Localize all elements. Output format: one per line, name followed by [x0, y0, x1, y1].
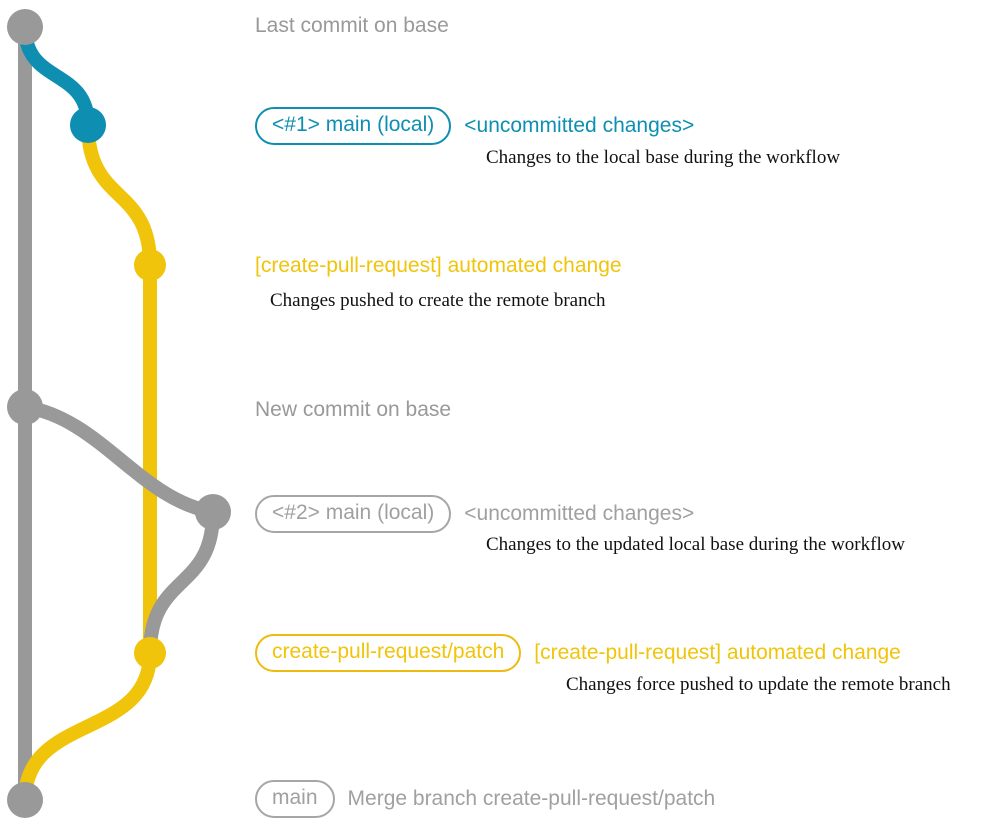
- subject-commit-automated-change-1: [create-pull-request] automated change: [255, 254, 622, 277]
- edge-base-to-local-2: [18, 400, 220, 519]
- note-commit-automated-change-2: Changes force pushed to update the remot…: [566, 674, 951, 695]
- subject-commit-automated-change-2: [create-pull-request] automated change: [534, 641, 901, 665]
- node-local-uncommitted-2[interactable]: [195, 494, 231, 530]
- note-commit-automated-change-1: Changes pushed to create the remote bran…: [270, 290, 606, 311]
- edge-local-1-to-patch-1: [81, 118, 157, 272]
- node-patch-automated-2[interactable]: [134, 637, 166, 669]
- edge-patch-2-to-merge: [18, 646, 157, 807]
- headline-new-commit-on-base: New commit on base: [255, 398, 452, 421]
- node-base-new-commit[interactable]: [7, 389, 43, 425]
- row-commit-local-2: <#2> main (local) <uncommitted changes>: [255, 495, 695, 534]
- note-commit-local-1: Changes to the local base during the wor…: [486, 147, 841, 168]
- badge-ref-main-local-2[interactable]: <#2> main (local): [255, 495, 452, 534]
- row-commit-merge-main: main Merge branch create-pull-request/pa…: [255, 780, 716, 819]
- node-local-uncommitted-1[interactable]: [70, 107, 106, 143]
- badge-ref-create-pull-request-patch[interactable]: create-pull-request/patch: [255, 634, 522, 673]
- subject-commit-local-2: <uncommitted changes>: [464, 502, 695, 526]
- headline-last-commit-on-base: Last commit on base: [255, 14, 449, 37]
- edge-local-2-to-patch-2: [143, 505, 220, 660]
- row-commit-local-1: <#1> main (local) <uncommitted changes>: [255, 107, 695, 146]
- node-base-merge[interactable]: [7, 782, 43, 818]
- row-commit-automated-change-2: create-pull-request/patch [create-pull-r…: [255, 634, 901, 673]
- node-base-last-commit[interactable]: [7, 9, 43, 45]
- badge-ref-main[interactable]: main: [255, 780, 335, 819]
- subject-commit-merge-main: Merge branch create-pull-request/patch: [347, 787, 716, 811]
- note-commit-local-2: Changes to the updated local base during…: [486, 534, 905, 555]
- badge-ref-main-local-1[interactable]: <#1> main (local): [255, 107, 452, 146]
- subject-commit-local-1: <uncommitted changes>: [464, 114, 695, 138]
- node-patch-automated-1[interactable]: [134, 249, 166, 281]
